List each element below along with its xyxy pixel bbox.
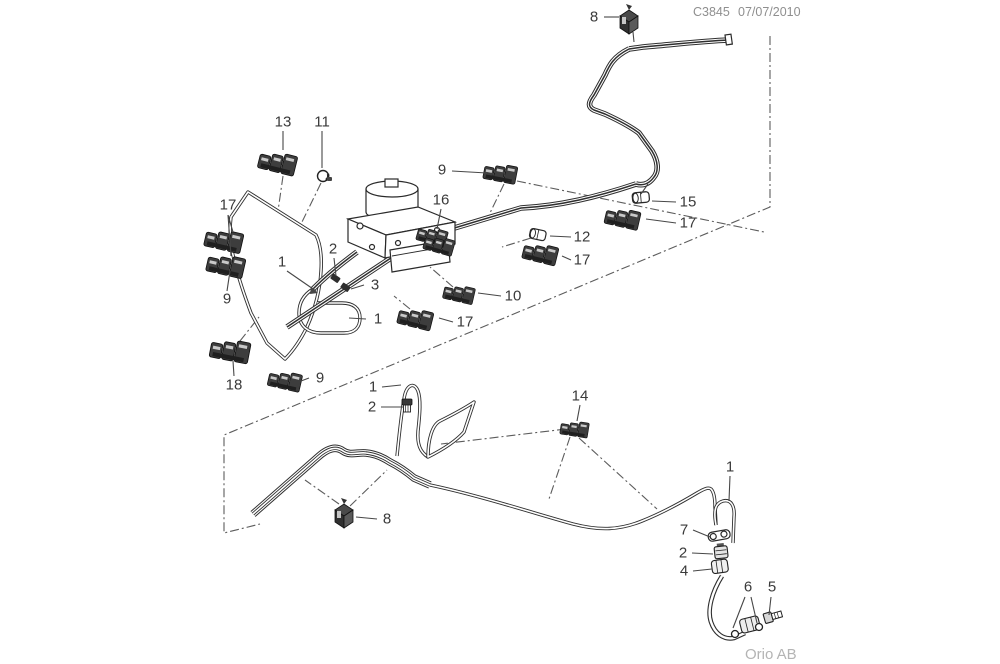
callout-17-low: 17 [456, 313, 474, 331]
callout-7: 7 [679, 521, 689, 539]
callout-8-top: 8 [589, 8, 599, 26]
flexible-brake-hose [710, 576, 745, 638]
callout-14: 14 [571, 387, 589, 405]
pipe-clip-8-top [619, 3, 639, 35]
pipe-clip-17-mid [521, 239, 560, 267]
callout-1-lower: 1 [368, 378, 378, 396]
callout-17-mid: 17 [573, 251, 591, 269]
drawing-date: 07/07/2010 [738, 5, 801, 19]
callout-leader-lines [226, 16, 772, 629]
callout-15: 15 [679, 193, 697, 211]
callout-13: 13 [274, 113, 292, 131]
pipe-clip-10 [441, 281, 476, 306]
callout-16: 16 [432, 191, 450, 209]
bleed-bolt-2-lower [401, 398, 413, 413]
pipe-clip-13 [256, 147, 299, 177]
callout-12: 12 [573, 228, 591, 246]
pipe-clip-14 [559, 418, 590, 439]
locating-leader-lines [239, 175, 765, 510]
callout-8-bottom: 8 [382, 510, 392, 528]
callout-1-mid: 1 [277, 253, 287, 271]
pipe-clip-9-bottom-left [266, 367, 304, 393]
callout-3: 3 [370, 276, 380, 294]
callout-1-loop: 1 [373, 310, 383, 328]
callout-10: 10 [504, 287, 522, 305]
hose-end-4 [710, 558, 729, 575]
drawing-code: C3845 [693, 5, 730, 19]
callout-6: 6 [743, 578, 753, 596]
callout-9-left: 9 [222, 290, 232, 308]
banjo-bolt-5 [762, 610, 784, 624]
pipe-fitting-3 [340, 282, 351, 292]
pipe-clip-9-top [482, 160, 519, 185]
callout-17-right: 17 [679, 214, 697, 232]
ring-clip-11 [316, 169, 332, 183]
main-pipe-bundle [287, 33, 734, 327]
callout-11: 11 [314, 113, 330, 131]
pipe-clip-17-low [396, 304, 435, 332]
pipe-clip-17-right [603, 204, 642, 232]
callout-2-right: 2 [678, 544, 688, 562]
front-brake-pipe-loop [228, 190, 323, 361]
callout-2-mid: 2 [328, 240, 338, 258]
callout-2-lower: 2 [367, 398, 377, 416]
sleeve-12 [528, 227, 548, 242]
rear-floor-pipe-run [253, 383, 736, 545]
body-panel-boundary-line [223, 36, 771, 534]
callout-1-right: 1 [725, 458, 735, 476]
pipe-clip-18 [208, 335, 252, 365]
brand-watermark: Orio AB [745, 646, 797, 663]
union-nut-2 [713, 542, 729, 560]
callout-9-bottom: 9 [315, 369, 325, 387]
callout-4: 4 [679, 562, 689, 580]
pipe-clip-9-left [205, 250, 247, 280]
callout-9-top: 9 [437, 161, 447, 179]
pipe-clip-17-left-upper [203, 225, 245, 255]
callout-5: 5 [767, 578, 777, 596]
callout-17-left: 17 [219, 196, 237, 214]
hose-bracket-7 [707, 529, 731, 542]
callout-18: 18 [225, 376, 243, 394]
pipe-end-cap [724, 33, 734, 46]
pipe-fitting-2 [330, 273, 341, 283]
hose-connector-6 [730, 615, 764, 639]
